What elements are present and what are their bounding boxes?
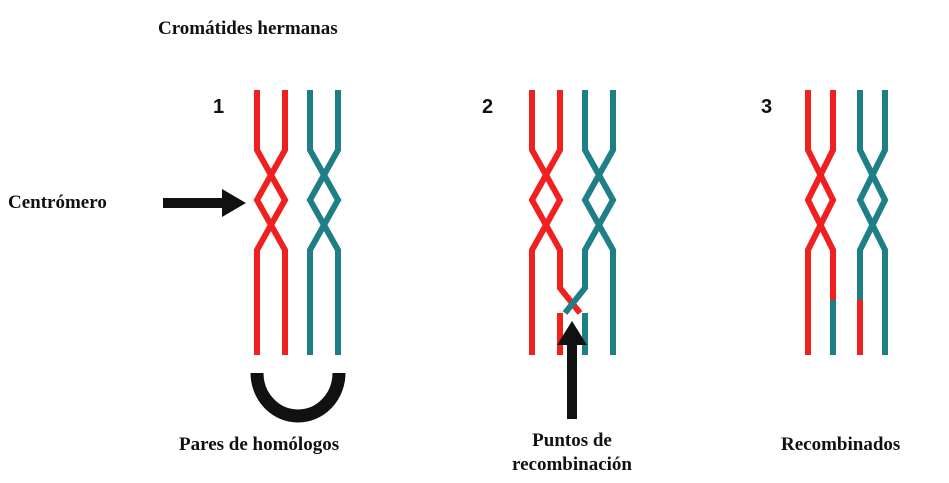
teal-chromosome-2 [562, 90, 617, 355]
recombination-points-label-line2: recombinación [512, 454, 632, 475]
red-chromosome-1 [253, 90, 289, 355]
panel-number-3: 3 [761, 96, 772, 118]
up-arrow-icon [557, 321, 587, 419]
panel-3-chromosomes [804, 90, 889, 355]
teal-chromatid-right [581, 90, 616, 355]
red-chromatid-right-upper [804, 90, 836, 300]
panel-number-2: 2 [482, 96, 493, 118]
panel-number-1: 1 [213, 96, 224, 118]
centromere-label: Centrómero [8, 192, 107, 213]
teal-chromatid-left-upper [857, 90, 889, 300]
red-chromatid-left [805, 90, 837, 355]
recombined-label: Recombinados [781, 434, 900, 455]
panel-2-chromosomes [528, 90, 617, 355]
teal-chromatid-right [306, 90, 341, 355]
red-chromatid-left [529, 90, 564, 355]
red-chromatid-right [253, 90, 288, 355]
panel-1-chromosomes [253, 90, 342, 355]
red-chromatid-left [254, 90, 289, 355]
right-arrow-icon [163, 189, 246, 217]
red-chromatid-crossing [528, 90, 583, 315]
pairs-label: Pares de homólogos [179, 434, 339, 455]
red-recombined-chromosome [804, 90, 837, 355]
teal-chromosome-1 [306, 90, 342, 355]
title-label: Cromátides hermanas [158, 18, 338, 39]
red-chromosome-2 [528, 90, 583, 355]
arc-bracket-icon [250, 372, 346, 423]
recombination-points-label-line1: Puntos de [532, 430, 612, 451]
teal-chromatid-right [856, 90, 888, 355]
teal-chromatid-left [307, 90, 342, 355]
teal-recombined-chromosome [856, 90, 889, 355]
